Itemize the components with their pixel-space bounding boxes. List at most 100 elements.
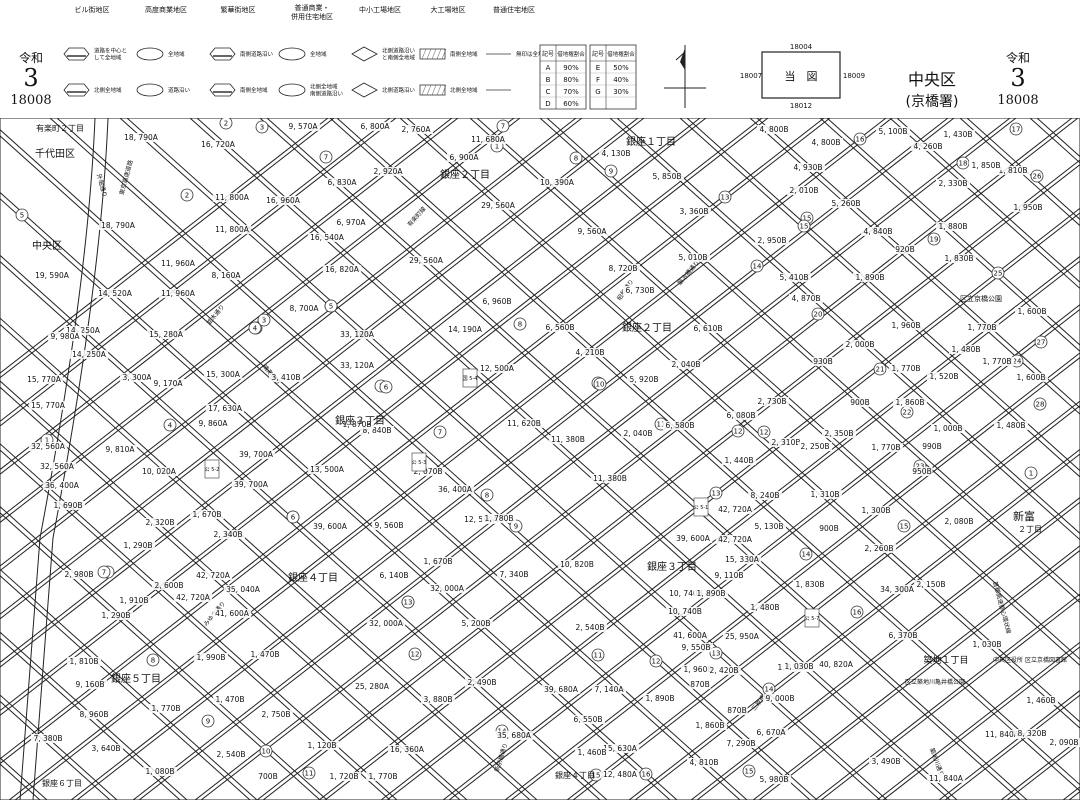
price-label-text: 4, 260B (913, 142, 942, 151)
block-number: 5 (15, 208, 29, 222)
block-number-text: 25 (994, 270, 1003, 278)
price-label-text: 29, 560A (409, 256, 444, 265)
block-number-text: 11 (594, 652, 603, 660)
price-label-text: 9, 860A (199, 419, 229, 428)
block-number: 27 (1034, 335, 1048, 349)
price-label-text: 8, 960B (79, 710, 108, 719)
price-label-text: 1, 880B (938, 222, 967, 231)
price-label-text: 1, 030B (784, 662, 813, 671)
block-number: 11 (591, 648, 605, 662)
price-label: 1, 770B (365, 772, 401, 781)
price-label-text: 7, 340B (499, 570, 528, 579)
price-label: 4, 210B (572, 348, 608, 357)
price-label: 11, 380B (590, 474, 630, 483)
price-label: 32, 000A (427, 584, 467, 593)
price-label-text: 870B (727, 706, 746, 715)
price-label-text: 16, 960A (266, 196, 301, 205)
price-label-text: 32, 000A (369, 619, 404, 628)
price-label-text: 9, 550B (681, 643, 710, 652)
block-number: 10 (259, 744, 273, 758)
price-label-text: 15, 280A (149, 330, 184, 339)
block-number-text: 5 (20, 212, 24, 220)
price-label: 5, 980B (756, 775, 792, 784)
price-label-text: 2, 350B (824, 429, 853, 438)
price-label: 1, 460B (1023, 696, 1059, 705)
price-label: 11, 840A (926, 774, 966, 783)
price-label-text: 39, 700A (234, 480, 269, 489)
price-label-text: 1, 890B (696, 589, 725, 598)
block-number-text: 4 (253, 325, 258, 333)
block-number: 22 (900, 405, 914, 419)
ratio-code: G (595, 88, 600, 96)
price-label-text: 1, 520B (929, 372, 958, 381)
price-label: 1, 120B (304, 741, 340, 750)
block-number-text: 15 (900, 523, 909, 531)
ratio-value: 70% (563, 88, 579, 96)
price-label-text: 2, 950B (757, 236, 786, 245)
legend-title: 大工場地区 (431, 5, 466, 14)
legend-label: 南側道路沿い (310, 90, 344, 98)
price-label: 39, 700A (231, 480, 271, 489)
price-label: 870B (689, 680, 711, 689)
block-number: 12 (731, 424, 745, 438)
price-label-text: 1, 830B (944, 254, 973, 263)
price-label: 6, 080B (723, 411, 759, 420)
price-label-text: 6, 580B (665, 421, 694, 430)
price-label: 15, 630A (600, 744, 640, 753)
price-label: 12, 590A (461, 515, 501, 524)
price-label-text: 9, 570A (289, 122, 319, 131)
price-label: 12, 500A (477, 364, 517, 373)
price-label: 8, 720B (605, 264, 641, 273)
price-label-text: 5, 920B (629, 375, 658, 384)
price-label: 41, 600A (212, 609, 252, 618)
block-number-text: 9 (609, 168, 613, 176)
price-label: 16, 540A (307, 233, 347, 242)
price-label: 11, 620B (504, 419, 544, 428)
price-label: 11, 800A (212, 193, 252, 202)
price-label-text: 18, 790A (124, 133, 159, 142)
price-label: 16, 960A (263, 196, 303, 205)
price-label-text: 5, 850B (652, 172, 681, 181)
price-label: 9, 560A (574, 227, 610, 236)
price-label-text: 2, 340B (213, 530, 242, 539)
price-label-text: 4, 210B (575, 348, 604, 357)
price-label: 1, 470B (247, 650, 283, 659)
price-label-text: 5, 200B (461, 619, 490, 628)
block-number-text: 13 (721, 194, 730, 202)
block-number-text: 16 (853, 609, 862, 617)
price-label: 6, 370B (885, 631, 921, 640)
price-label: 42, 720A (173, 593, 213, 602)
price-label-text: 5, 260B (831, 199, 860, 208)
key-map-left: 18007 (740, 72, 762, 80)
price-label-text: 2, 000B (845, 340, 874, 349)
price-label: 1, 720B (326, 772, 362, 781)
block-number-text: 1 (495, 143, 499, 151)
price-label-text: 8, 240B (750, 491, 779, 500)
price-label: 2, 750B (258, 710, 294, 719)
price-label: 35, 040A (223, 585, 263, 594)
price-label-text: 11, 380B (551, 435, 585, 444)
price-label-text: 6, 370B (888, 631, 917, 640)
block-number-text: 6 (291, 514, 296, 522)
price-label-text: 1, 470B (215, 695, 244, 704)
price-label: 2, 010B (786, 186, 822, 195)
price-label-text: 1, 870B (342, 420, 371, 429)
block-number-text: 10 (262, 748, 271, 756)
block-number: 12 (757, 425, 771, 439)
price-label: 11, 380B (548, 435, 588, 444)
legend-label: 全地域 (168, 50, 185, 58)
ratio-code: A (546, 64, 551, 72)
price-label-text: 9, 560B (374, 521, 403, 530)
price-label: 16, 720A (198, 140, 238, 149)
price-label: 2, 260B (861, 544, 897, 553)
price-label-text: 36, 400A (438, 485, 473, 494)
block-number-text: 13 (404, 599, 413, 607)
price-label-text: 11, 800A (215, 225, 250, 234)
price-label-text: 1, 290B (101, 611, 130, 620)
price-label-text: 1, 290B (123, 541, 152, 550)
price-label-text: 14, 520A (98, 289, 133, 298)
price-label: 42, 720A (715, 535, 755, 544)
price-label: 5, 130B (751, 522, 787, 531)
price-label-text: 2, 320B (145, 518, 174, 527)
public-marker: 公 5-7 (805, 608, 819, 628)
